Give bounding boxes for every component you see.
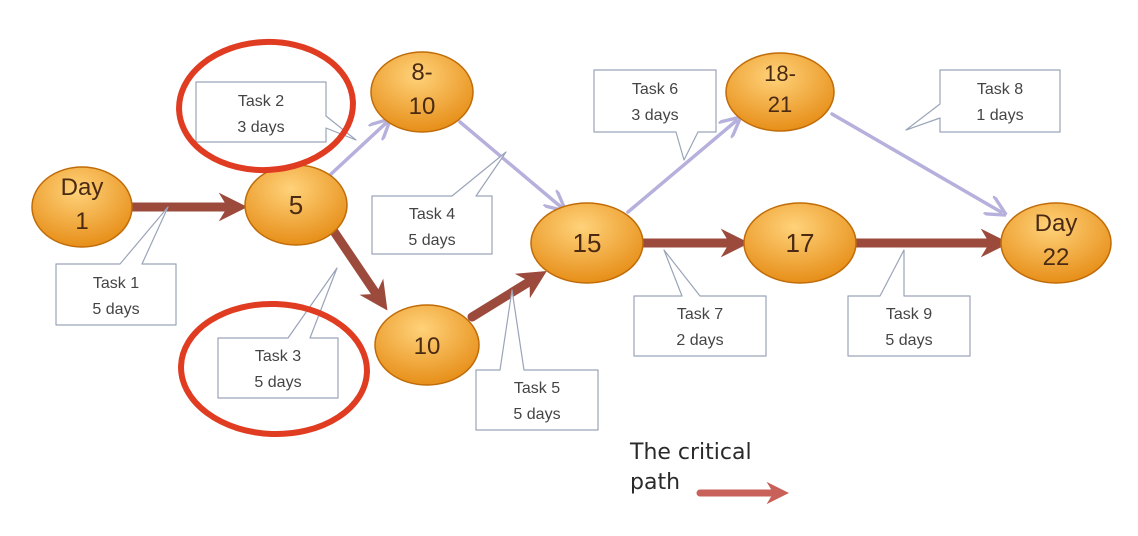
callout-task-4: Task 4 5 days [371,151,507,255]
node-day-1-line2: 1 [75,208,88,235]
node-5: 5 [244,164,348,246]
node-8-10: 8- 10 [370,51,474,133]
node-day-22: Day 22 [1000,202,1112,284]
node-5-label: 5 [289,190,303,220]
task-callouts: Task 1 5 days Task 2 3 days Task 3 5 day… [55,69,1061,431]
task-6-name: Task 6 [632,81,678,98]
node-15: 15 [530,202,644,284]
node-17: 17 [743,202,857,284]
node-8-10-line1: 8- [411,59,432,86]
legend-label-line2: path [630,470,680,495]
highlight-circles [176,38,370,438]
task-4-duration: 5 days [408,232,455,249]
task-8-duration: 1 days [976,107,1023,124]
task-1-name: Task 1 [93,275,139,292]
edge-10-to-15-critical [467,270,547,322]
task-8-name: Task 8 [977,81,1023,98]
callout-task-8: Task 8 1 days [905,69,1061,133]
callout-task-6: Task 6 3 days [593,69,717,161]
node-day-1-line1: Day [61,174,104,201]
task-3-duration: 5 days [254,374,301,391]
task-2-duration: 3 days [237,119,284,136]
task-7-duration: 2 days [676,332,723,349]
callout-task-1: Task 1 5 days [55,206,177,326]
node-10: 10 [374,304,480,386]
node-18-21-line1: 18- [764,61,796,86]
task-2-name: Task 2 [238,93,284,110]
legend-label-line1: The critical [629,440,752,465]
task-9-duration: 5 days [885,332,932,349]
legend: The critical path [629,440,789,505]
highlight-circle-task-3 [178,300,370,438]
task-1-duration: 5 days [92,301,139,318]
task-9-name: Task 9 [886,306,932,323]
task-4-name: Task 4 [409,206,455,223]
callout-task-2: Task 2 3 days [195,81,357,143]
edges [125,112,1001,322]
node-day-22-line2: 22 [1043,244,1070,271]
task-6-duration: 3 days [631,107,678,124]
callout-task-9: Task 9 5 days [847,249,971,357]
callout-task-3: Task 3 5 days [217,267,339,399]
highlight-circle-task-2 [176,38,356,174]
task-5-name: Task 5 [514,380,560,397]
task-5-duration: 5 days [513,406,560,423]
node-18-21: 18- 21 [725,52,835,132]
node-17-label: 17 [786,228,815,258]
node-15-label: 15 [573,228,602,258]
node-18-21-line2: 21 [768,92,792,117]
edge-5-to-8-10 [328,123,386,177]
node-10-label: 10 [414,333,441,360]
node-day-1: Day 1 [31,166,133,248]
node-day-22-line1: Day [1035,210,1078,237]
task-7-name: Task 7 [677,306,723,323]
callout-task-7: Task 7 2 days [633,249,767,357]
edge-15-to-18-21 [626,121,736,214]
edge-18-21-to-day22 [830,112,1001,212]
node-8-10-line2: 10 [409,93,436,120]
nodes: Day 1 5 8- 10 10 15 18- 21 17 [31,51,1112,386]
task-3-name: Task 3 [255,348,301,365]
edge-8-10-to-15 [458,120,561,207]
edge-5-to-10-critical [328,225,388,311]
callout-task-5: Task 5 5 days [475,289,599,431]
